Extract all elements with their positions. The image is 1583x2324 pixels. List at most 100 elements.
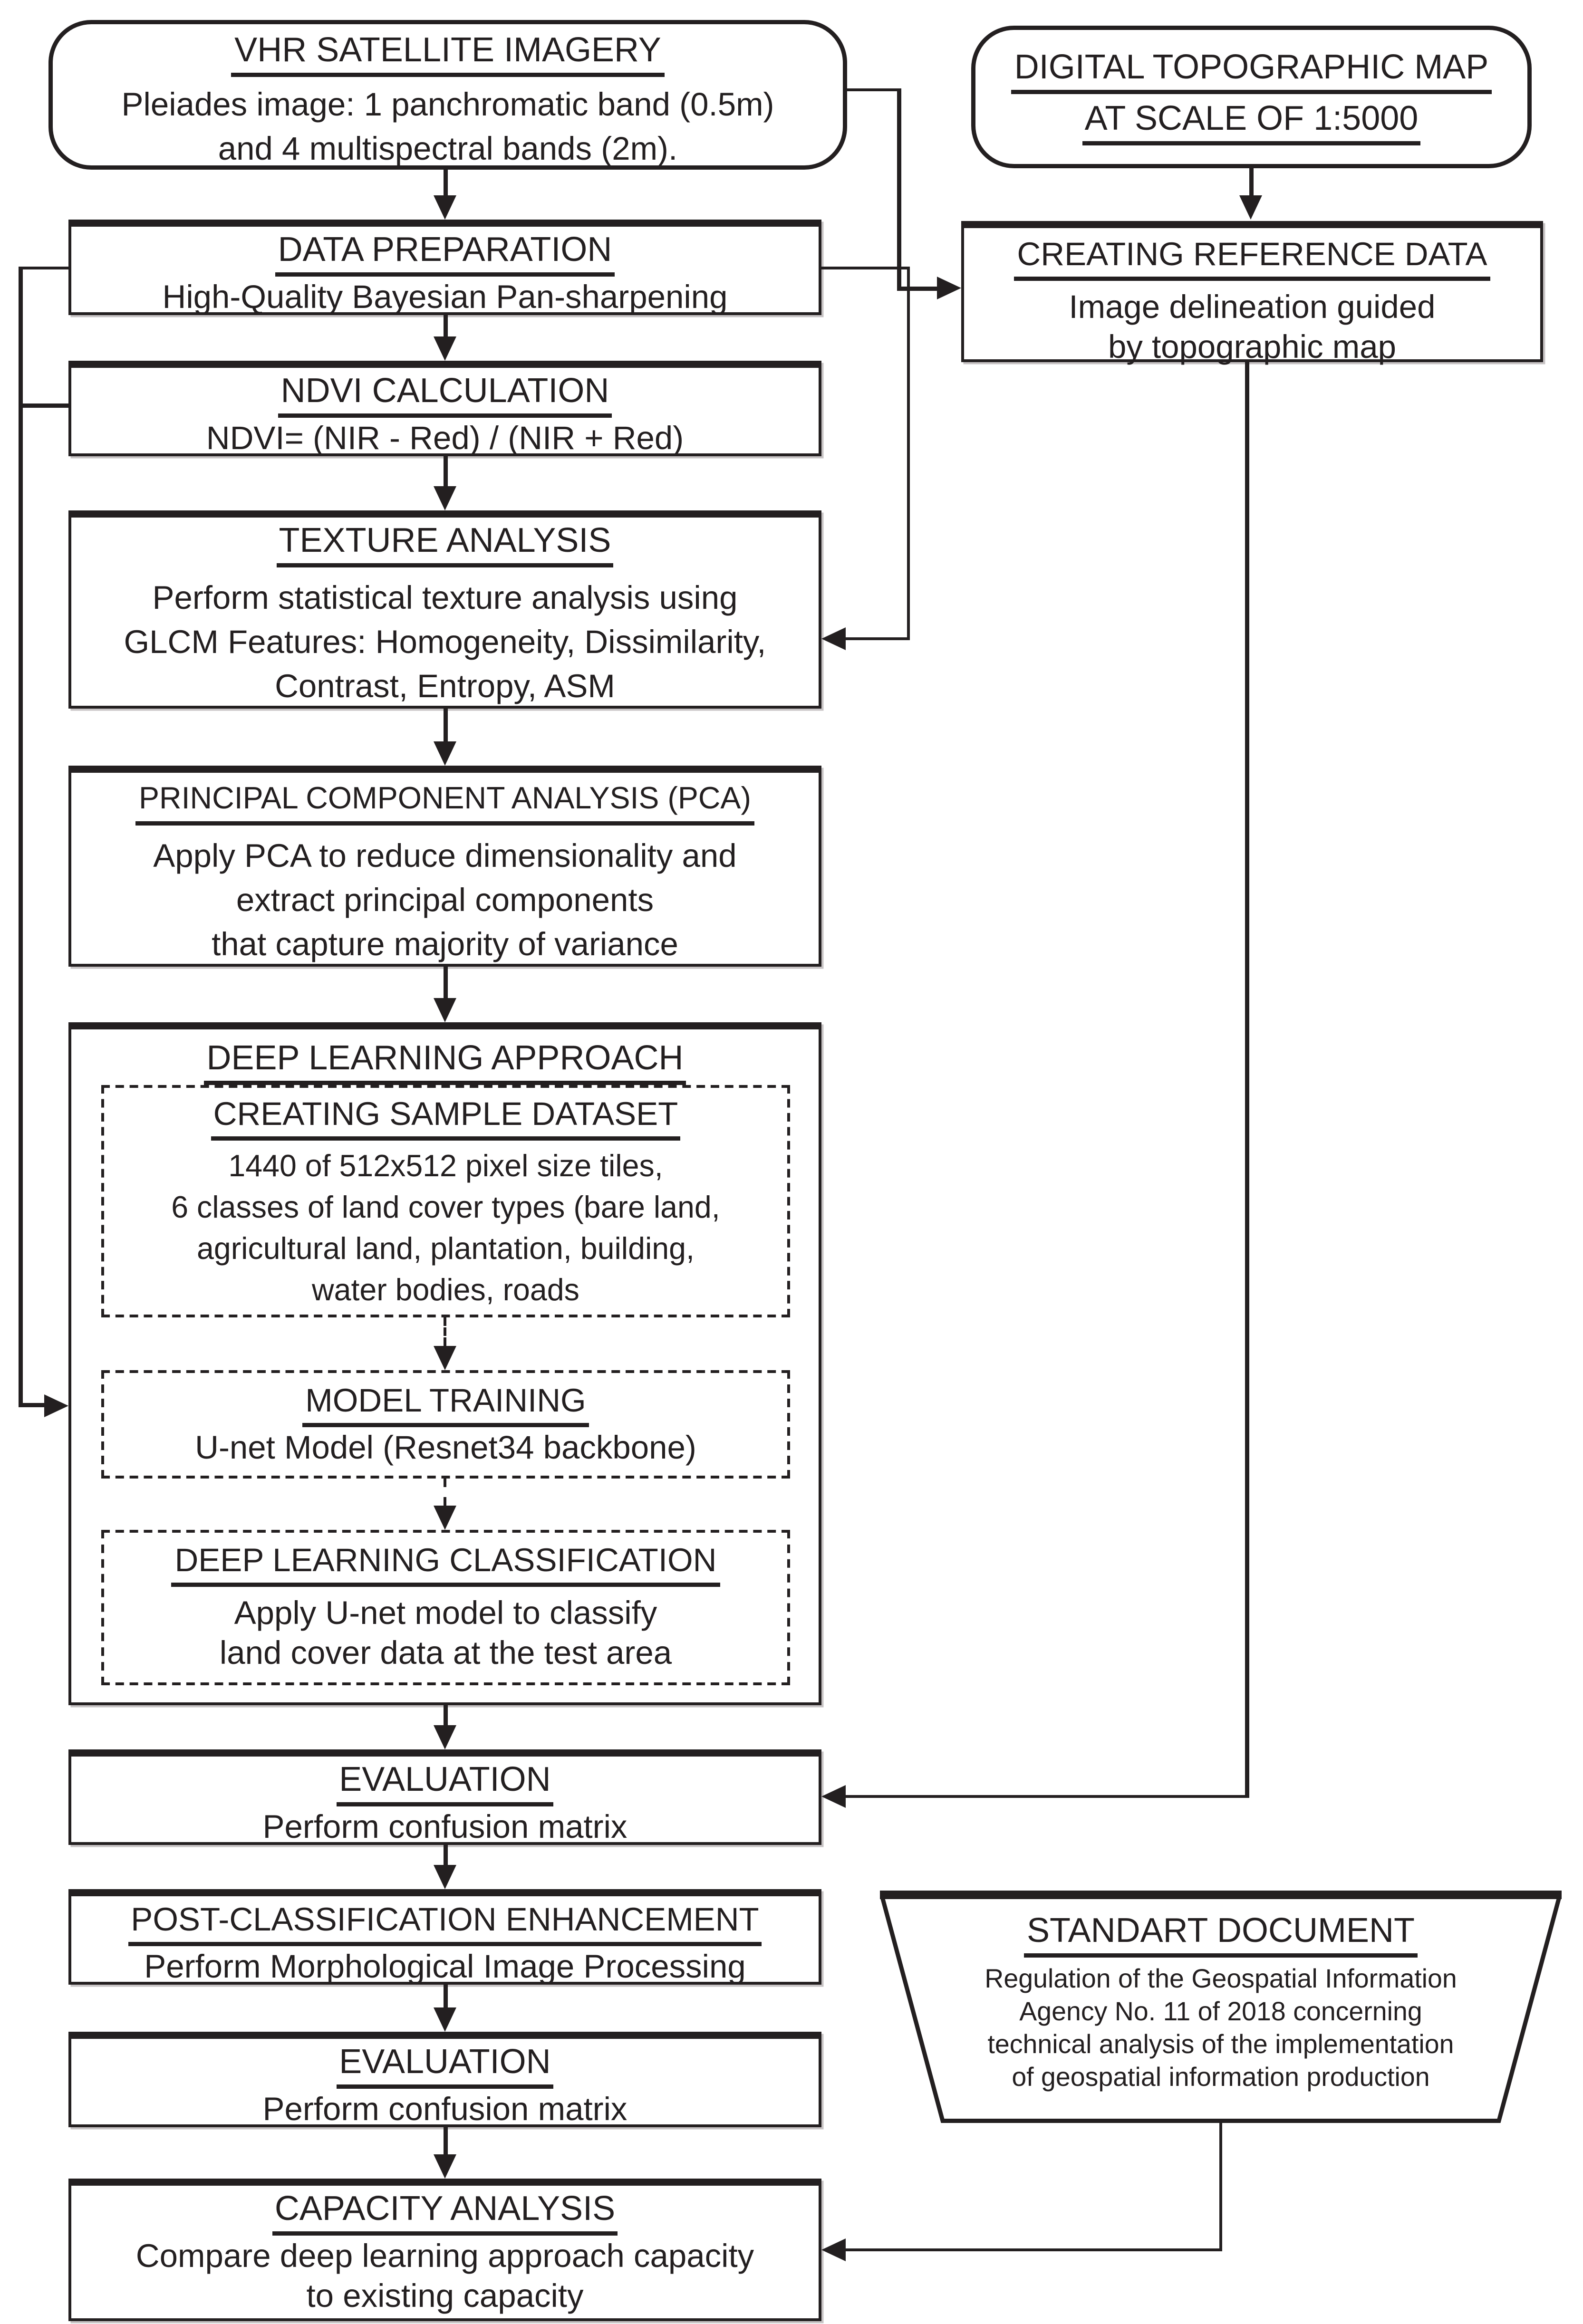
- node-text-line: Regulation of the Geospatial Information: [985, 1963, 1457, 1993]
- node-text-line: extract principal components: [236, 881, 654, 918]
- node-model-training: MODEL TRAINING U-net Model (Resnet34 bac…: [101, 1370, 790, 1479]
- node-text-line: Apply PCA to reduce dimensionality and: [153, 837, 737, 874]
- connector-line: [897, 88, 901, 289]
- arrowhead-down-icon: [434, 1506, 456, 1530]
- connector-line: [844, 2248, 1221, 2252]
- node-text-line: Perform Morphological Image Processing: [144, 1948, 746, 1985]
- arrowhead-down-icon: [434, 2154, 456, 2179]
- node-text-line: water bodies, roads: [312, 1273, 579, 1307]
- connector-line: [897, 287, 937, 290]
- node-text-line: agricultural land, plantation, building,: [196, 1232, 695, 1266]
- arrowhead-left-icon: [821, 2238, 846, 2261]
- node-title: TEXTURE ANALYSIS: [276, 520, 614, 567]
- node-title: DIGITAL TOPOGRAPHIC MAP: [1011, 47, 1492, 94]
- connector-line: [444, 456, 447, 486]
- node-title: EVALUATION: [336, 1759, 554, 1806]
- connector-line: [444, 315, 447, 336]
- connector-line-dashed: [444, 1479, 446, 1506]
- node-title: DEEP LEARNING APPROACH: [203, 1038, 686, 1085]
- arrowhead-left-icon: [821, 627, 846, 650]
- node-text-line: High-Quality Bayesian Pan-sharpening: [162, 278, 728, 315]
- connector-line: [844, 1795, 1248, 1798]
- connector-line: [821, 266, 910, 270]
- arrowhead-down-icon: [434, 998, 456, 1022]
- node-standard-document-shape: [880, 1891, 1562, 2123]
- arrowhead-down-icon: [434, 2007, 456, 2032]
- node-title: MODEL TRAINING: [302, 1380, 589, 1427]
- connector-line: [444, 709, 447, 741]
- node-text-line: Contrast, Entropy, ASM: [275, 667, 615, 704]
- node-ndvi-calculation: NDVI CALCULATION NDVI= (NIR - Red) / (NI…: [68, 361, 821, 456]
- arrowhead-down-icon: [434, 336, 456, 361]
- node-evaluation-2: EVALUATION Perform confusion matrix: [68, 2032, 821, 2127]
- node-text-line: 1440 of 512x512 pixel size tiles,: [228, 1149, 663, 1183]
- connector-line: [20, 403, 68, 407]
- node-text-line: Perform statistical texture analysis usi…: [152, 579, 738, 616]
- connector-line: [844, 637, 908, 641]
- node-evaluation-1: EVALUATION Perform confusion matrix: [68, 1749, 821, 1845]
- node-title: AT SCALE OF 1:5000: [1081, 98, 1421, 145]
- node-data-preparation: DATA PREPARATION High-Quality Bayesian P…: [68, 220, 821, 315]
- node-title: DATA PREPARATION: [275, 230, 615, 277]
- node-text-line: U-net Model (Resnet34 backbone): [195, 1429, 696, 1466]
- node-creating-sample-dataset: CREATING SAMPLE DATASET 1440 of 512x512 …: [101, 1085, 790, 1317]
- node-text-line: that capture majority of variance: [212, 925, 678, 962]
- connector-line: [19, 1403, 44, 1407]
- node-title: STANDART DOCUMENT: [1023, 1911, 1418, 1958]
- connector-line: [444, 1845, 447, 1865]
- connector-line: [847, 88, 900, 92]
- node-title: CREATING SAMPLE DATASET: [210, 1094, 681, 1141]
- node-text-line: of geospatial information production: [1012, 2062, 1430, 2092]
- node-title: PRINCIPAL COMPONENT ANALYSIS (PCA): [136, 778, 754, 826]
- node-text-line: Perform confusion matrix: [262, 1808, 627, 1845]
- connector-line: [444, 1985, 447, 2007]
- connector-line: [444, 2127, 447, 2154]
- connector-line: [1219, 2123, 1223, 2251]
- arrowhead-right-icon: [937, 277, 961, 299]
- node-text-line: Agency No. 11 of 2018 concerning: [1019, 1996, 1422, 2026]
- arrowhead-down-icon: [1239, 195, 1262, 220]
- node-principal-component-analysis: PRINCIPAL COMPONENT ANALYSIS (PCA) Apply…: [68, 766, 821, 967]
- node-post-classification-enhancement: POST-CLASSIFICATION ENHANCEMENT Perform …: [68, 1889, 821, 1985]
- connector-line-dashed: [444, 1317, 446, 1346]
- node-title: VHR SATELLITE IMAGERY: [232, 30, 664, 77]
- node-deep-learning-classification: DEEP LEARNING CLASSIFICATION Apply U-net…: [101, 1530, 790, 1685]
- connector-line: [906, 267, 910, 640]
- connector-line: [1249, 168, 1253, 195]
- node-standard-document: STANDART DOCUMENT Regulation of the Geos…: [921, 1896, 1520, 2093]
- node-text-line: land cover data at the test area: [219, 1634, 672, 1671]
- node-capacity-analysis: CAPACITY ANALYSIS Compare deep learning …: [68, 2179, 821, 2321]
- node-text-line: Perform confusion matrix: [262, 2090, 627, 2127]
- arrowhead-down-icon: [434, 1725, 456, 1749]
- connector-line: [444, 967, 447, 998]
- node-text-line: to existing capacity: [306, 2277, 584, 2314]
- connector-line: [20, 266, 68, 270]
- node-title: NDVI CALCULATION: [278, 371, 612, 418]
- arrowhead-right-icon: [44, 1394, 68, 1417]
- node-texture-analysis: TEXTURE ANALYSIS Perform statistical tex…: [68, 510, 821, 709]
- node-text-line: Apply U-net model to classify: [234, 1594, 657, 1631]
- node-text-line: 6 classes of land cover types (bare land…: [171, 1191, 720, 1225]
- node-creating-reference-data: CREATING REFERENCE DATA Image delineatio…: [961, 221, 1543, 365]
- connector-line: [1245, 362, 1249, 1798]
- node-digital-topographic-map: DIGITAL TOPOGRAPHIC MAP AT SCALE OF 1:50…: [971, 26, 1532, 168]
- node-text-line: and 4 multispectral bands (2m).: [218, 130, 678, 167]
- node-vhr-satellite-imagery: VHR SATELLITE IMAGERY Pleiades image: 1 …: [48, 20, 847, 170]
- connector-line: [444, 1705, 447, 1725]
- node-text-line: by topographic map: [1108, 328, 1396, 365]
- connector-line: [19, 267, 22, 1407]
- arrowhead-down-icon: [434, 741, 456, 766]
- arrowhead-down-icon: [434, 195, 456, 220]
- node-title: CAPACITY ANALYSIS: [271, 2189, 618, 2236]
- arrowhead-down-icon: [434, 1865, 456, 1889]
- node-text-line: Pleiades image: 1 panchromatic band (0.5…: [121, 86, 774, 123]
- node-text-line: Compare deep learning approach capacity: [135, 2237, 754, 2274]
- node-text-line: NDVI= (NIR - Red) / (NIR + Red): [206, 419, 684, 456]
- node-text-line: Image delineation guided: [1069, 288, 1436, 325]
- node-title: EVALUATION: [336, 2042, 554, 2089]
- arrowhead-down-icon: [434, 486, 456, 510]
- node-text-line: technical analysis of the implementation: [987, 2029, 1454, 2059]
- connector-line: [444, 170, 447, 195]
- arrowhead-left-icon: [821, 1785, 846, 1808]
